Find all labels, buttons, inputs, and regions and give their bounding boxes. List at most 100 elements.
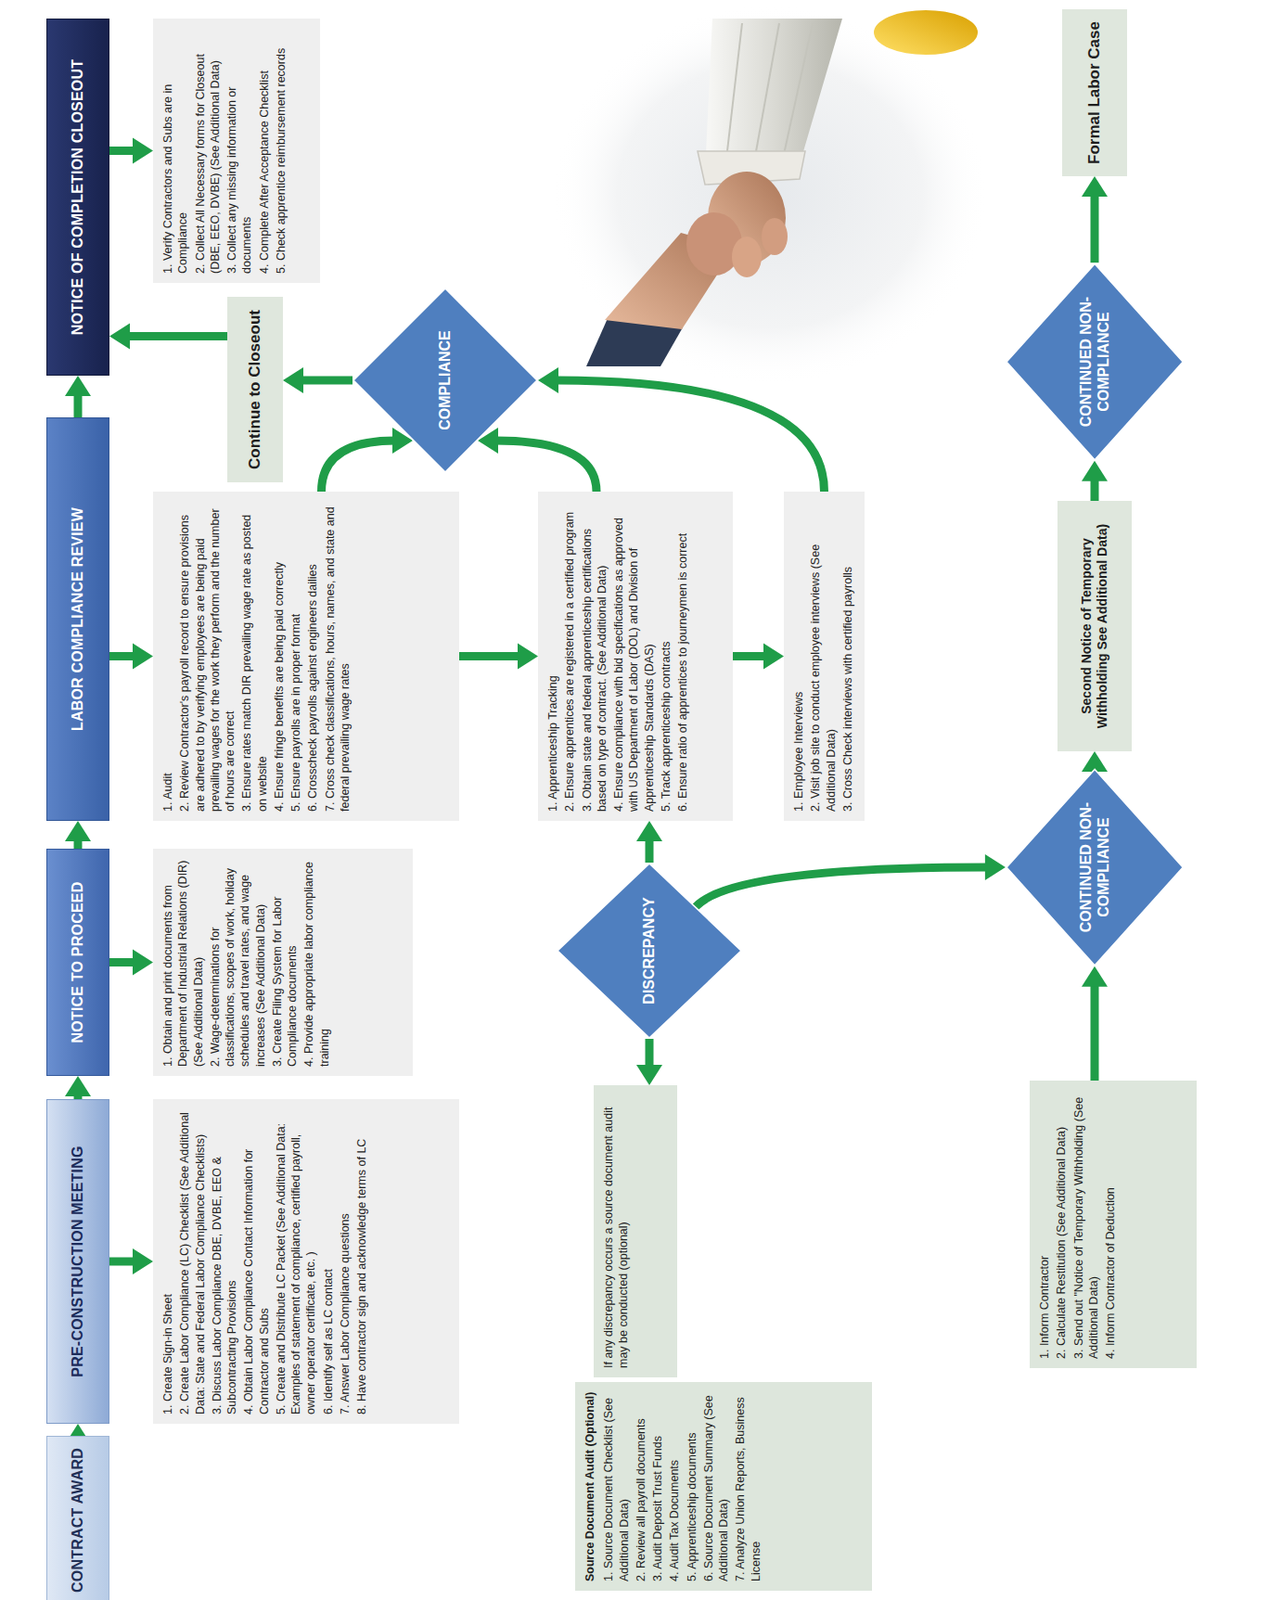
phase-title: PRE-CONSTRUCTION MEETING [69,1145,87,1377]
flow-arrow [64,1076,91,1100]
node-text: 2. Review all payroll documents [633,1391,649,1582]
flow-arrow [1081,176,1108,263]
arrow-shaft [1090,193,1100,263]
node-text: 5. Create and Distribute LC Packet (See … [273,1108,320,1415]
task-list: 1. Employee Interviews2. Visit job site … [783,491,865,821]
flow-arrow [1081,461,1108,501]
node-text: Formal Labor Case [1085,21,1104,165]
decision-diamond: DISCREPANCY [556,862,743,1039]
arrow-shaft [555,380,825,492]
arrow-shaft [495,440,597,492]
node-text: 4. Ensure fringe benefits are being paid… [271,500,287,812]
node-text: 1. Employee Interviews [791,500,807,812]
arrow-shaft [645,1038,654,1068]
arrow-head [763,643,784,670]
task-list: 1. Apprenticeship Tracking2. Ensure appr… [538,491,733,821]
arrow-shaft [127,332,228,341]
node-text: Source Document Audit (Optional) [582,1391,598,1582]
note-panel: 1. Inform Contractor2. Calculate Restitu… [1029,1080,1197,1369]
diamond-shape [1005,768,1184,967]
decision-text: DISCREPANCY [640,897,658,1004]
diamond-shape [1005,262,1184,462]
arrow-head [636,820,663,842]
hard-hat [873,10,978,55]
arrow-head [109,323,130,350]
decision-text: CONTINUED NON-COMPLIANCE [1076,797,1113,937]
arrow-head [132,643,154,670]
flow-arrow [64,375,91,418]
phase-title: NOTICE TO PROCEED [69,882,87,1044]
node-text: 5. Ensure payrolls are in proper format [288,500,304,812]
outcome-box: Second Notice of Temporary Withholding S… [1057,500,1132,752]
phase-header: LABOR COMPLIANCE REVIEW [46,417,110,821]
task-list: 1. Verify Contractors and Subs are in Co… [153,18,321,283]
shirt-sleeve [705,18,843,174]
flow-arrow [477,427,597,492]
flow-arrow [321,427,414,492]
arrow-head [64,820,91,842]
node-text: 7. Analyze Union Reports, Business Licen… [732,1391,764,1582]
arrow-shaft [74,393,83,418]
decision-diamond: CONTINUED NON-COMPLIANCE [1005,768,1184,967]
node-text: 7. Cross check classifications, hours, n… [322,500,354,812]
diamond-fill [557,863,742,1039]
node-text: Continue to Closeout [245,309,265,470]
decision-diamond: COMPLIANCE [352,287,539,474]
node-text: 3. Create Filing System for Labor Compli… [269,858,301,1067]
arrow-shaft [109,146,136,155]
diamond-fill [353,288,538,473]
node-text: 6. Identify self as LC contact [320,1108,336,1415]
node-text: 3. Ensure rates match DIR prevailing wag… [239,500,270,812]
arrow-shaft [645,838,654,863]
note-panel: Source Document Audit (Optional)1. Sourc… [575,1382,872,1591]
node-text: 2. Review Contractor's payroll record to… [177,500,238,812]
arrow-head [1081,176,1108,197]
phase-header: NOTICE TO PROCEED [46,848,110,1077]
node-text: 2. Wage-determinations for classificatio… [207,858,269,1067]
node-text: 3. Discuss Labor Compliance DBE, DVBE, E… [209,1108,241,1415]
flow-arrow [695,854,1006,907]
node-text: 2. Calculate Restitution (See Additional… [1053,1089,1069,1359]
arrow-shaft [109,652,136,661]
arrow-head [1081,461,1108,482]
node-text: 4. Ensure compliance with bid specificat… [611,500,657,812]
node-text: 5. Apprenticeship documents [684,1391,700,1582]
node-text: 1. Verify Contractors and Subs are in Co… [160,27,192,274]
node-text: 3. Obtain state and federal apprenticesh… [579,500,611,812]
arrow-head [132,138,154,165]
node-text: 4. Audit Tax Documents [666,1391,682,1582]
flow-arrow [1081,966,1108,1081]
node-text: 2. Create Labor Compliance (LC) Checklis… [177,1108,208,1415]
phase-header: PRE-CONSTRUCTION MEETING [46,1099,110,1424]
diamond-fill [1006,769,1183,965]
node-text: 3. Send out "Notice of Temporary Withhol… [1071,1089,1103,1359]
node-text: 7. Answer Labor Compliance questions [337,1108,353,1415]
node-text: 4. Obtain Labor Compliance Contact Infor… [241,1108,272,1415]
finger [761,217,788,256]
node-text: 8. Have contractor sign and acknowledge … [354,1108,370,1415]
finger [731,236,762,278]
flow-arrow [732,643,784,670]
decision-text: CONTINUED NON-COMPLIANCE [1076,292,1113,432]
arrow-shaft [459,652,521,661]
node-text: 1. Inform Contractor [1037,1089,1052,1359]
arrow-head [132,949,154,976]
node-text: If any discrepancy occurs a source docum… [601,1094,632,1369]
arrow-head [517,643,539,670]
node-text: 3. Collect any missing information or do… [224,27,256,274]
diamond-fill [1006,263,1183,460]
node-text: 1. Apprenticeship Tracking [545,500,561,812]
outcome-box: Continue to Closeout [227,296,283,483]
decision-text: COMPLIANCE [435,330,454,431]
flow-arrow [109,949,154,976]
flow-arrow [282,367,353,394]
note-panel: If any discrepancy occurs a source docum… [593,1085,678,1378]
sleeve-stripe [781,23,813,167]
arrow-shaft [109,1257,136,1267]
arrow-shaft [732,652,767,661]
phase-header: NOTICE OF COMPLETION CLOSEOUT [46,18,110,376]
arrow-head [985,854,1006,881]
arrow-head [1081,966,1108,988]
flow-arrow [636,1038,663,1086]
task-list: 1. Audit2. Review Contractor's payroll r… [153,491,460,821]
